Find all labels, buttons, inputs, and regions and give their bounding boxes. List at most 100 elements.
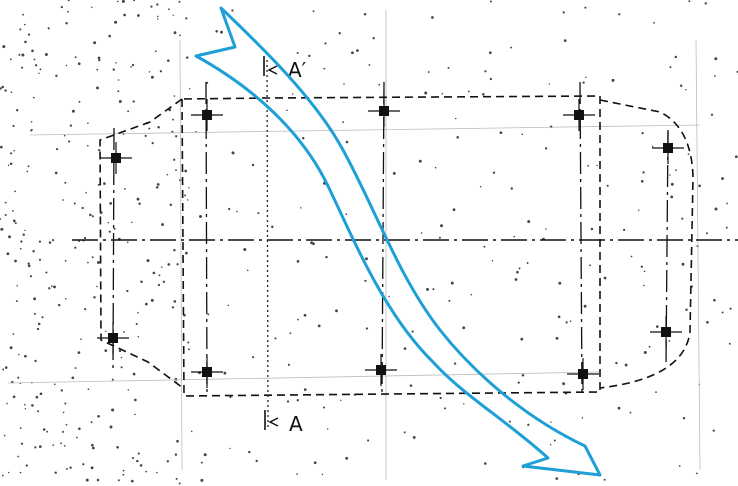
texture-dot — [392, 171, 396, 175]
texture-dot — [69, 466, 72, 469]
texture-dot — [71, 376, 75, 380]
texture-dot — [77, 62, 81, 66]
texture-dot — [24, 403, 26, 406]
texture-dot — [9, 162, 13, 166]
texture-dot — [286, 400, 290, 403]
texture-dot — [643, 284, 645, 287]
texture-dot — [123, 13, 126, 17]
texture-dot — [24, 407, 27, 410]
texture-dot — [169, 203, 173, 207]
texture-dot — [340, 399, 342, 402]
texture-dot — [63, 444, 66, 447]
texture-dot — [126, 241, 129, 244]
texture-dot — [60, 389, 64, 392]
texture-dot — [342, 121, 344, 123]
texture-dot — [144, 302, 148, 306]
texture-dot — [409, 384, 413, 387]
texture-dot — [364, 279, 367, 282]
texture-dot — [140, 280, 143, 284]
texture-dot — [82, 463, 85, 466]
texture-dot — [6, 252, 10, 256]
texture-dot — [296, 399, 299, 402]
texture-dot — [80, 338, 82, 340]
texture-dot — [42, 428, 46, 431]
texture-dot — [173, 31, 177, 35]
texture-dot — [492, 171, 496, 174]
texture-dot — [248, 450, 251, 454]
texture-dot — [585, 76, 587, 79]
texture-dot — [651, 145, 654, 148]
texture-dot — [185, 251, 188, 255]
texture-dot — [173, 95, 176, 97]
texture-dot — [450, 281, 454, 285]
texture-dot — [462, 326, 466, 330]
texture-dot — [669, 66, 672, 69]
texture-dot — [257, 212, 260, 215]
texture-dot — [117, 0, 119, 3]
texture-dot — [24, 229, 26, 232]
texture-dot — [520, 337, 524, 341]
texture-dot — [322, 406, 325, 409]
texture-dot — [60, 442, 62, 445]
texture-dot — [427, 71, 430, 73]
texture-dot — [173, 300, 177, 303]
square-column-icon — [191, 99, 223, 131]
texture-dot — [188, 187, 190, 189]
texture-dot — [52, 239, 55, 242]
texture-dot — [157, 15, 159, 18]
texture-dot — [629, 411, 632, 414]
texture-dot — [156, 183, 160, 186]
texture-dot — [2, 45, 6, 49]
texture-dot — [695, 472, 698, 475]
texture-dot — [555, 336, 559, 340]
texture-dot — [55, 74, 58, 78]
texture-dot — [562, 11, 565, 14]
texture-dot — [157, 126, 160, 129]
texture-dot — [126, 289, 129, 293]
texture-dot — [148, 127, 151, 130]
curved-flow-arrow-icon — [194, 6, 602, 477]
texture-dot — [611, 78, 615, 82]
texture-dot — [76, 436, 78, 439]
texture-dot — [158, 274, 161, 277]
texture-dot — [64, 181, 67, 184]
texture-dot — [640, 265, 643, 268]
texture-dot — [517, 381, 520, 384]
texture-dot — [133, 0, 136, 2]
texture-dot — [581, 417, 584, 419]
texture-dot — [228, 207, 231, 211]
texture-dot — [116, 445, 119, 449]
texture-dot — [52, 444, 55, 446]
texture-dot — [0, 227, 4, 231]
texture-dot — [14, 190, 16, 193]
texture-dot — [20, 240, 23, 243]
texture-dot — [553, 439, 556, 442]
texture-dot — [596, 164, 598, 167]
texture-dot — [231, 9, 234, 12]
texture-dot — [3, 434, 6, 437]
texture-dot — [14, 259, 17, 263]
texture-dot — [439, 396, 442, 400]
texture-dot — [74, 246, 77, 249]
texture-dot — [145, 470, 147, 473]
texture-dot — [134, 398, 137, 402]
texture-dot — [90, 443, 94, 447]
square-column-icon — [567, 358, 599, 390]
column-markers — [97, 95, 684, 390]
texture-dot — [296, 473, 298, 475]
texture-dot — [526, 262, 529, 264]
texture-dot — [668, 340, 671, 342]
texture-dot — [18, 53, 21, 56]
texture-dot — [150, 298, 154, 302]
texture-dot — [603, 478, 606, 481]
texture-dot — [63, 134, 66, 137]
texture-dot — [22, 13, 24, 16]
texture-dot — [641, 131, 644, 135]
texture-dot — [378, 83, 381, 86]
texture-dot — [30, 120, 33, 123]
texture-dot — [681, 217, 684, 220]
texture-dot — [97, 414, 100, 418]
texture-dot — [12, 124, 15, 128]
texture-dot — [544, 147, 548, 150]
texture-dot — [432, 288, 435, 291]
